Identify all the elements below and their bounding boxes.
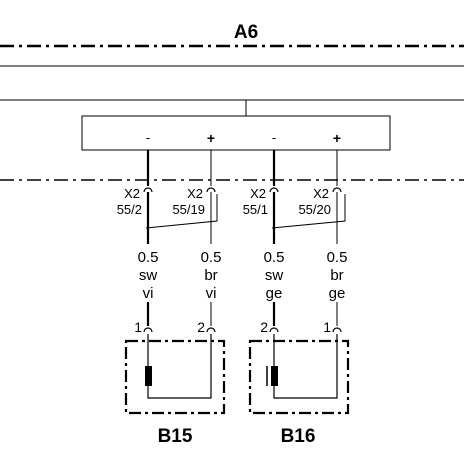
wire-size-label: 0.5 (138, 249, 159, 266)
connector-housing (271, 194, 346, 229)
connector-symbol (332, 187, 342, 193)
sensor-b15-element (145, 366, 152, 386)
wire-color-label: ge (266, 285, 283, 302)
connector-symbol (143, 327, 153, 333)
sensor-b16-element (271, 366, 278, 386)
sensor-b15-lead (147, 334, 212, 399)
sensor-pin-label: 2 (197, 319, 205, 335)
connector-symbol (143, 187, 153, 193)
connector-housing (145, 194, 218, 229)
wire-color-label: vi (143, 285, 154, 302)
sensor-pin-label: 1 (323, 319, 331, 335)
sensor-pin-label: 1 (134, 319, 142, 335)
connector-symbol (206, 327, 216, 333)
connector-symbol (269, 327, 279, 333)
connector-symbol (332, 327, 342, 333)
connector-label: X2 (187, 186, 203, 201)
control-unit-box (81, 115, 391, 151)
connector-symbol (206, 187, 216, 193)
wire-color-label: sw (265, 267, 284, 284)
sensor-b15-boundary (124, 339, 226, 415)
wire-color-label: br (330, 267, 343, 284)
wire-size-label: 0.5 (201, 249, 222, 266)
pin-label: 55/2 (117, 202, 142, 217)
module-a6-title: A6 (234, 22, 258, 43)
wire-size-label: 0.5 (264, 249, 285, 266)
connector-symbol (269, 187, 279, 193)
polarity-label: - (146, 130, 150, 145)
polarity-label: + (333, 130, 341, 146)
sensor-b16-label: B16 (281, 426, 316, 447)
pin-label: 55/20 (298, 202, 331, 217)
wire-color-label: vi (206, 285, 217, 302)
wire-color-label: sw (139, 267, 158, 284)
sensor-pin-label: 2 (260, 319, 268, 335)
connector-label: X2 (124, 186, 140, 201)
wire-color-label: ge (329, 285, 346, 302)
polarity-label: + (207, 130, 215, 146)
sensor-b16-lead (273, 334, 338, 399)
wire-color-label: br (204, 267, 217, 284)
pin-label: 55/19 (172, 202, 205, 217)
pin-label: 55/1 (243, 202, 268, 217)
wire-size-label: 0.5 (327, 249, 348, 266)
connector-label: X2 (313, 186, 329, 201)
polarity-label: - (272, 130, 276, 145)
connector-label: X2 (250, 186, 266, 201)
sensor-b16-boundary (248, 339, 350, 415)
sensor-b15-label: B15 (158, 426, 193, 447)
